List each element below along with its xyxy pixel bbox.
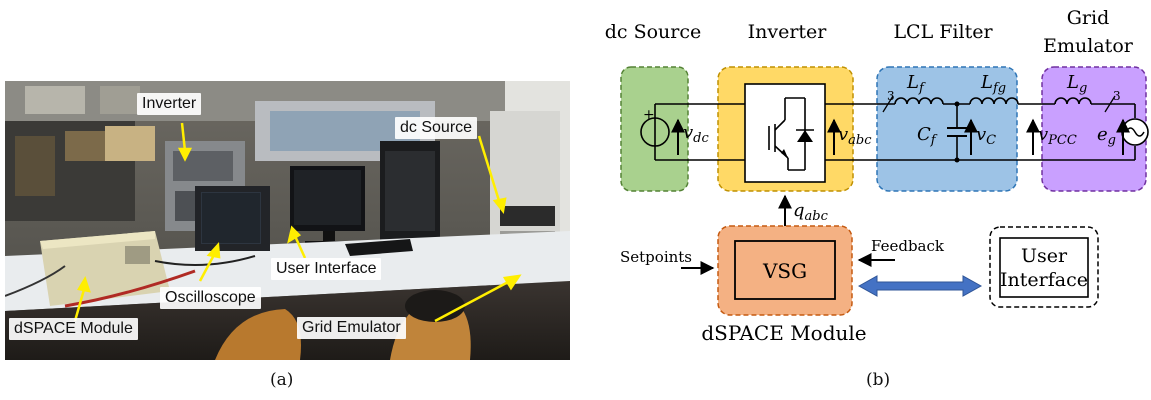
label-L-fg-sub: fg: [992, 81, 1006, 96]
label-v-pcc-main: v: [1038, 124, 1048, 145]
label-L-f-main: L: [906, 72, 919, 93]
label-L-fg-main: L: [980, 72, 993, 93]
label-C-f-sub: f: [930, 133, 938, 148]
label-q-abc-sub: abc: [805, 209, 829, 224]
setpoints-label: Setpoints: [620, 248, 692, 266]
vsg-box: [734, 240, 836, 300]
label-v-C-sub: C: [986, 133, 996, 148]
photo-label-user-interface: User Interface: [271, 258, 382, 280]
inductor-lf: [894, 97, 944, 105]
lab-photo: Inverter dc Source User Interface Oscill…: [5, 81, 570, 360]
label-L-g: Lg: [1066, 72, 1087, 96]
label-v-dc: vdc: [683, 122, 709, 146]
label-v-dc-main: v: [683, 122, 693, 143]
photo-label-oscilloscope: Oscilloscope: [160, 287, 261, 309]
feedback-label: Feedback: [871, 237, 945, 255]
header-inverter: Inverter: [748, 21, 828, 43]
user-interface-line1: User: [1021, 245, 1068, 267]
label-L-fg: Lfg: [980, 72, 1006, 96]
dc-plus-sign: +: [643, 107, 655, 123]
communication-arrow: [857, 275, 983, 297]
label-C-f-main: C: [917, 124, 931, 145]
schematic-drawing: dc Source Inverter LCL Filter Grid Emula…: [605, 7, 1149, 345]
header-dc-source: dc Source: [605, 21, 702, 43]
label-C-f: Cf: [917, 124, 938, 148]
phase-count-1: 3: [887, 89, 895, 103]
phase-count-2: 3: [1113, 89, 1121, 103]
label-q-abc: qabc: [793, 200, 829, 224]
dspace-block: [717, 225, 853, 316]
photo-label-dc-source: dc Source: [395, 117, 478, 139]
user-interface-box: [999, 237, 1089, 298]
label-L-g-sub: g: [1079, 81, 1087, 96]
vsg-label: VSG: [762, 259, 807, 283]
label-L-g-main: L: [1066, 72, 1079, 93]
caption-b: (b): [866, 370, 891, 390]
label-v-abc: vabc: [838, 124, 872, 148]
inductor-lg: [1054, 97, 1092, 105]
label-v-C-main: v: [976, 124, 986, 145]
photo-label-grid-emulator: Grid Emulator: [297, 317, 406, 339]
photo-label-inverter: Inverter: [137, 93, 202, 115]
header-lcl-filter: LCL Filter: [893, 21, 993, 43]
label-v-abc-sub: abc: [848, 133, 872, 148]
label-v-pcc-sub: PCC: [1047, 133, 1077, 148]
label-e-g-main: e: [1097, 124, 1108, 145]
inductor-lfg: [969, 97, 1019, 105]
label-v-dc-sub: dc: [693, 131, 709, 146]
label-v-abc-main: v: [838, 124, 848, 145]
system-schematic: dc Source Inverter LCL Filter Grid Emula…: [585, 0, 1151, 365]
label-L-f: Lf: [906, 72, 926, 96]
header-grid-line2: Emulator: [1043, 35, 1134, 57]
user-interface-line2: Interface: [1000, 269, 1088, 291]
caption-a: (a): [270, 370, 294, 390]
label-v-pcc: vPCC: [1038, 124, 1077, 148]
dspace-module-label: dSPACE Module: [701, 321, 866, 345]
label-L-f-sub: f: [918, 81, 926, 96]
photo-label-dspace-module: dSPACE Module: [9, 318, 138, 340]
label-e-g-sub: g: [1108, 133, 1116, 148]
header-grid-line1: Grid: [1067, 7, 1110, 29]
label-e-g: eg: [1097, 124, 1116, 148]
label-q-abc-main: q: [793, 200, 805, 221]
label-v-C: vC: [976, 124, 996, 148]
